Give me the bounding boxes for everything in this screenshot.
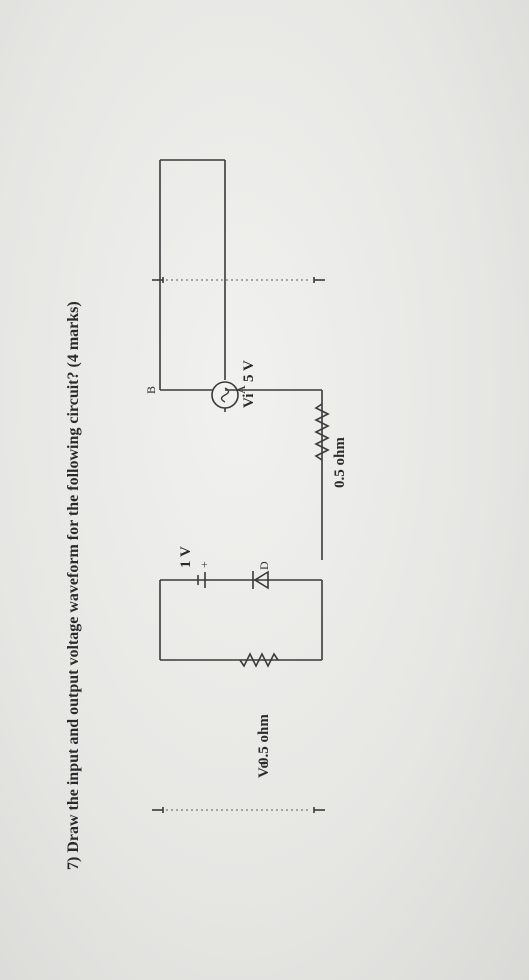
load-resistor bbox=[239, 652, 279, 668]
node-b-label: B bbox=[144, 386, 158, 394]
diode-label: D bbox=[257, 561, 271, 570]
input-terminals: Vi 5 V bbox=[152, 277, 325, 408]
vo-label: Vo bbox=[256, 761, 272, 778]
load-resistor-label: 0.5 ohm bbox=[256, 714, 272, 765]
diode-branch: D + 1 V bbox=[160, 546, 322, 590]
series-branch: 0.5 ohm bbox=[224, 378, 348, 560]
series-resistor-label: 0.5 ohm bbox=[332, 437, 348, 488]
diode-icon bbox=[253, 570, 269, 590]
output-terminals bbox=[152, 807, 325, 813]
vi-label: Vi bbox=[241, 394, 257, 408]
battery-label: 1 V bbox=[178, 546, 194, 568]
input-branch: A B bbox=[144, 159, 248, 412]
source-voltage-label: 5 V bbox=[241, 360, 257, 382]
output-branch: 0.5 ohm Vo bbox=[159, 580, 323, 778]
series-resistor bbox=[314, 403, 330, 461]
question-text: 7) Draw the input and output voltage wav… bbox=[65, 301, 82, 870]
battery-plus-label: + bbox=[197, 561, 211, 568]
